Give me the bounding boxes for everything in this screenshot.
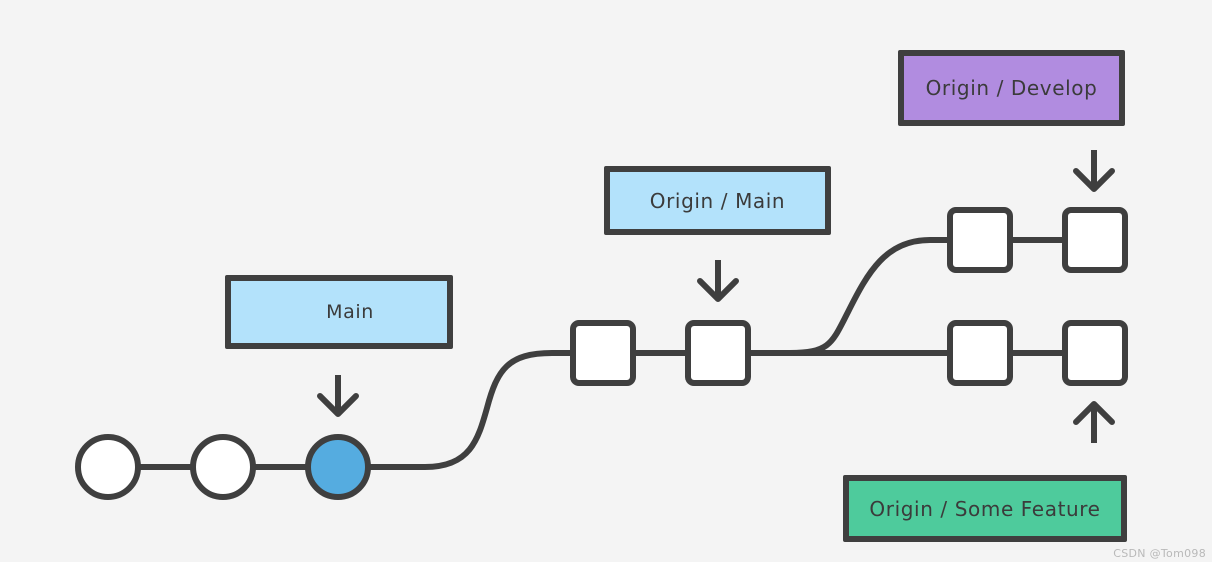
label-box-main[interactable]: Main	[225, 275, 453, 349]
label-box-origin-develop[interactable]: Origin / Develop	[898, 50, 1125, 126]
label-box-origin-some-feature[interactable]: Origin / Some Feature	[843, 475, 1127, 542]
label-box-origin-develop-text: Origin / Develop	[925, 76, 1098, 100]
watermark: CSDN @Tom098	[1113, 547, 1206, 560]
remote-commit-feature-1[interactable]	[947, 320, 1013, 386]
edge-branch-up-to-develop	[789, 237, 950, 356]
arrow-down-icon-origin-develop	[1073, 150, 1115, 192]
remote-commit-main-1[interactable]	[570, 320, 636, 386]
label-box-origin-main[interactable]: Origin / Main	[604, 166, 831, 235]
remote-commit-main-2[interactable]	[685, 320, 751, 386]
arrow-down-icon-origin-main	[697, 260, 739, 302]
arrow-down-icon-main	[317, 375, 359, 417]
commit-node-head[interactable]	[305, 434, 371, 500]
remote-commit-develop-2[interactable]	[1062, 207, 1128, 273]
remote-commit-develop-1[interactable]	[947, 207, 1013, 273]
arrow-up-icon-origin-some-feature	[1073, 401, 1115, 443]
label-box-origin-some-feature-text: Origin / Some Feature	[869, 496, 1101, 521]
label-box-main-text: Main	[326, 301, 374, 323]
label-box-origin-main-text: Origin / Main	[649, 188, 786, 213]
edge-local-to-remote-curve	[368, 350, 573, 470]
commit-node-2[interactable]	[190, 434, 256, 500]
remote-commit-feature-2[interactable]	[1062, 320, 1128, 386]
commit-node-1[interactable]	[75, 434, 141, 500]
